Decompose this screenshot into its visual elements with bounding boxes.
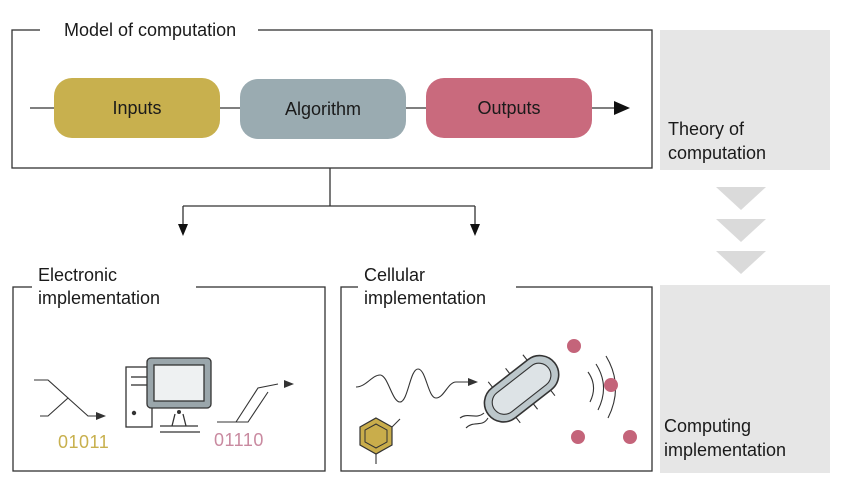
algorithm-node: Algorithm: [240, 79, 406, 139]
implementation-label: Computing implementation: [664, 416, 787, 460]
inputs-node: Inputs: [54, 78, 220, 138]
model-title: Model of computation: [40, 19, 259, 42]
outputs-node: Outputs: [426, 78, 592, 138]
molecule-dot: [567, 339, 581, 353]
branch-arrow-right: [470, 224, 480, 236]
molecule-dot: [623, 430, 637, 444]
branch-arrow-left: [178, 224, 188, 236]
chevron-down-icon: [716, 219, 766, 242]
implementation-panel: [660, 285, 830, 473]
bacterium-icon: [483, 354, 560, 424]
computer-icon: [125, 357, 212, 433]
molecule-icon: [359, 417, 401, 464]
flow-arrowhead: [614, 101, 630, 115]
chevron-down-icon: [716, 187, 766, 210]
input-binary: 01011: [58, 432, 110, 452]
molecule-dot: [571, 430, 585, 444]
molecule-dot: [604, 378, 618, 392]
output-binary: 01110: [214, 430, 264, 450]
electronic-title: Electronic implementation: [32, 264, 197, 310]
theory-panel: [660, 30, 830, 170]
theory-label: Theory of computation: [668, 119, 767, 163]
cellular-title: Cellular implementation: [358, 264, 517, 310]
chevron-down-icon: [716, 251, 766, 274]
